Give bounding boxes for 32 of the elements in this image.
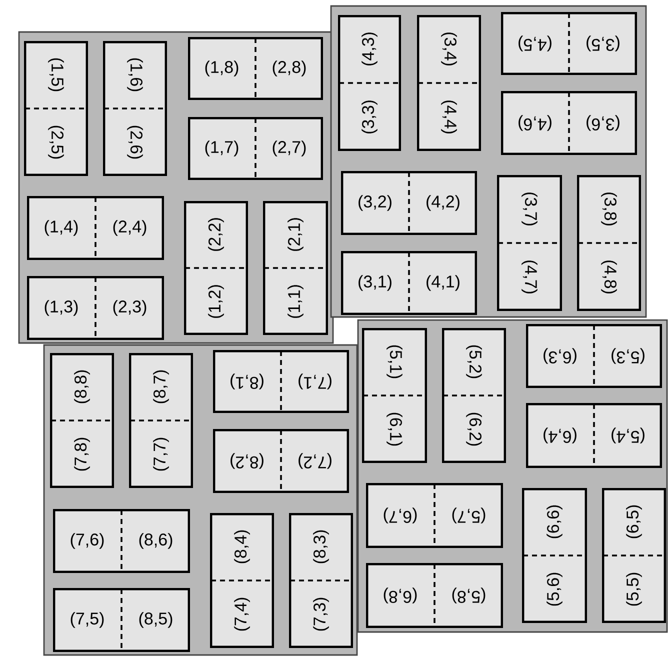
domino: (1,2) (2,2) [184, 201, 248, 335]
domino: (5,3) (6,3) [526, 324, 662, 388]
domino: (3,7) (4,7) [497, 175, 562, 311]
domino: (3,1) (4,1) [341, 251, 478, 315]
domino: (5,7) (6,7) [366, 483, 503, 548]
domino: (7,5) (8,5) [53, 588, 190, 652]
domino: (5,8) (6,8) [366, 563, 503, 628]
domino: (5,1) (6,1) [362, 328, 427, 463]
domino: (7,3) (8,3) [289, 513, 353, 648]
domino: (5,4) (6,4) [526, 403, 662, 468]
domino: (7,7) (8,7) [129, 353, 193, 488]
domino: (1,8) (2,8) [188, 37, 324, 100]
domino: (3,8) (4,8) [577, 175, 641, 311]
domino: (3,5) (4,5) [501, 12, 637, 75]
domino: (1,3) (2,3) [27, 276, 164, 340]
domino: (5,5) (6,5) [602, 488, 666, 623]
domino: (1,1) (2,1) [263, 201, 328, 335]
domino: (3,6) (4,6) [501, 91, 637, 155]
domino: (1,7) (2,7) [188, 117, 324, 180]
domino: (7,6) (8,6) [53, 509, 190, 573]
domino: (3,2) (4,2) [341, 171, 478, 235]
domino: (1,6) (2,6) [103, 41, 167, 176]
domino: (7,2) (8,2) [213, 429, 349, 493]
domino: (1,5) (2,5) [24, 41, 88, 176]
domino: (7,1) (8,1) [213, 350, 349, 413]
domino: (7,4) (8,4) [210, 513, 274, 648]
domino: (3,3) (4,3) [338, 15, 401, 151]
domino: (5,2) (6,2) [442, 328, 506, 463]
domino: (7,8) (8,8) [50, 353, 114, 488]
domino: (3,4) (4,4) [417, 15, 481, 151]
domino: (5,6) (6,6) [522, 488, 587, 623]
domino: (1,4) (2,4) [27, 196, 164, 260]
